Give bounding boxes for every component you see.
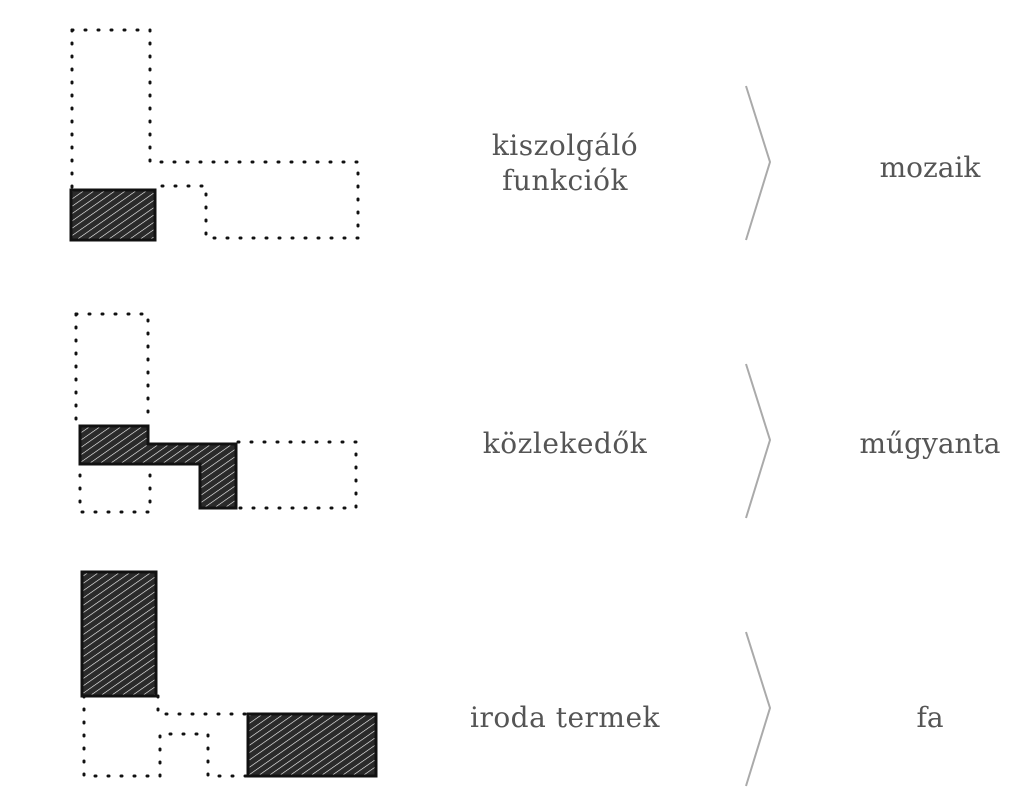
function-label-line: iroda termek	[469, 701, 660, 734]
row-offices: iroda termek fa	[0, 524, 1018, 787]
floorplan-sketch-corridors	[74, 312, 358, 514]
function-label-line: kiszolgáló	[491, 129, 639, 162]
highlighted-zone	[80, 570, 158, 698]
chevron-right-icon	[745, 631, 772, 787]
function-label: kiszolgáló funkciók	[440, 128, 690, 198]
function-label: iroda termek	[440, 700, 690, 735]
function-label-line: funkciók	[502, 164, 628, 197]
highlighted-zone	[69, 188, 157, 242]
function-label: közlekedők	[440, 426, 690, 461]
floorplan-sketch-service	[69, 28, 360, 242]
row-service-functions: kiszolgáló funkciók mozaik	[0, 0, 1018, 262]
row-corridors: közlekedők műgyanta	[0, 262, 1018, 524]
chevron-right-icon	[745, 363, 772, 519]
highlighted-zone	[246, 712, 378, 778]
highlighted-zone	[78, 424, 238, 510]
floorplan-sketch-offices	[80, 570, 378, 778]
chevron-right-icon	[745, 85, 772, 241]
material-label: műgyanta	[859, 427, 1001, 460]
function-label-line: közlekedők	[482, 427, 648, 460]
material-label: fa	[916, 701, 944, 734]
material-label: mozaik	[879, 151, 981, 184]
